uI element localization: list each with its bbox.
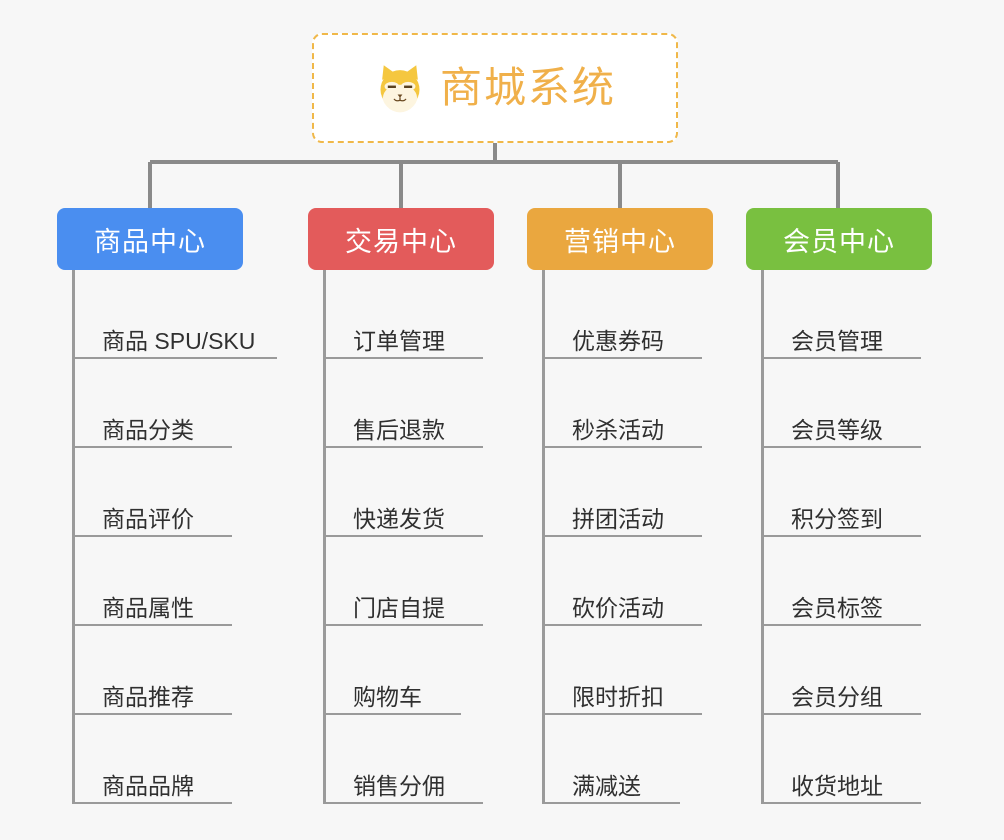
- leaf-underline: [761, 446, 921, 448]
- list-item[interactable]: 购物车: [308, 626, 494, 715]
- list-item[interactable]: 限时折扣: [527, 626, 713, 715]
- leaf-underline: [72, 357, 277, 359]
- list-item[interactable]: 满减送: [527, 715, 713, 804]
- list-item[interactable]: 售后退款: [308, 359, 494, 448]
- list-item[interactable]: 商品分类: [57, 359, 243, 448]
- leaf-underline: [761, 713, 921, 715]
- list-item[interactable]: 秒杀活动: [527, 359, 713, 448]
- leaf-underline: [761, 535, 921, 537]
- leaf-label: 拼团活动: [572, 506, 664, 532]
- leaf-label: 销售分佣: [353, 773, 445, 799]
- leaf-label: 商品推荐: [102, 684, 194, 710]
- list-item[interactable]: 商品 SPU/SKU: [57, 270, 277, 359]
- leaf-underline: [72, 713, 232, 715]
- leaf-label: 会员分组: [791, 684, 883, 710]
- branch-trade-center: 交易中心 订单管理 售后退款 快递发货 门店自提 购物车: [308, 208, 494, 804]
- leaf-underline: [72, 624, 232, 626]
- list-item[interactable]: 会员等级: [746, 359, 932, 448]
- branch-header-label: 会员中心: [783, 226, 895, 257]
- branch-product-center: 商品中心 商品 SPU/SKU 商品分类 商品评价 商品属性 商品推荐: [57, 208, 277, 804]
- leaf-underline: [542, 802, 680, 804]
- branch-header-product-center[interactable]: 商品中心: [57, 208, 243, 270]
- leaf-underline: [72, 802, 232, 804]
- list-item[interactable]: 会员分组: [746, 626, 932, 715]
- list-item[interactable]: 商品品牌: [57, 715, 243, 804]
- branch-spine: [761, 270, 764, 804]
- leaf-underline: [323, 535, 483, 537]
- branch-header-label: 商品中心: [94, 226, 206, 257]
- list-item[interactable]: 砍价活动: [527, 537, 713, 626]
- branch-items-product-center: 商品 SPU/SKU 商品分类 商品评价 商品属性 商品推荐 商品品牌: [57, 270, 277, 804]
- leaf-underline: [542, 624, 702, 626]
- leaf-underline: [542, 535, 702, 537]
- leaf-label: 商品 SPU/SKU: [102, 328, 256, 354]
- branch-items-marketing-center: 优惠券码 秒杀活动 拼团活动 砍价活动 限时折扣 满减送: [527, 270, 713, 804]
- leaf-underline: [542, 357, 702, 359]
- leaf-label: 限时折扣: [572, 684, 664, 710]
- shiba-dog-icon: [380, 65, 420, 113]
- leaf-label: 商品分类: [102, 417, 194, 443]
- leaf-label: 会员标签: [791, 595, 883, 621]
- leaf-underline: [323, 446, 483, 448]
- leaf-label: 满减送: [572, 773, 641, 799]
- leaf-label: 订单管理: [353, 328, 445, 354]
- list-item[interactable]: 订单管理: [308, 270, 494, 359]
- branch-spine: [542, 270, 545, 804]
- branch-marketing-center: 营销中心 优惠券码 秒杀活动 拼团活动 砍价活动 限时折扣: [527, 208, 713, 804]
- branch-member-center: 会员中心 会员管理 会员等级 积分签到 会员标签 会员分组: [746, 208, 932, 804]
- branch-spine: [323, 270, 326, 804]
- root-node[interactable]: 商城系统: [312, 33, 678, 143]
- leaf-label: 商品属性: [102, 595, 194, 621]
- leaf-label: 门店自提: [353, 595, 445, 621]
- leaf-label: 商品品牌: [102, 773, 194, 799]
- leaf-label: 售后退款: [353, 417, 445, 443]
- leaf-label: 秒杀活动: [572, 417, 664, 443]
- leaf-label: 优惠券码: [572, 328, 664, 354]
- list-item[interactable]: 快递发货: [308, 448, 494, 537]
- leaf-label: 积分签到: [791, 506, 883, 532]
- list-item[interactable]: 商品评价: [57, 448, 243, 537]
- leaf-underline: [761, 802, 921, 804]
- leaf-label: 快递发货: [353, 506, 445, 532]
- leaf-label: 购物车: [353, 684, 422, 710]
- list-item[interactable]: 商品推荐: [57, 626, 243, 715]
- leaf-underline: [761, 357, 921, 359]
- leaf-label: 商品评价: [102, 506, 194, 532]
- branch-header-label: 交易中心: [345, 226, 457, 257]
- list-item[interactable]: 积分签到: [746, 448, 932, 537]
- list-item[interactable]: 收货地址: [746, 715, 932, 804]
- branch-header-marketing-center[interactable]: 营销中心: [527, 208, 713, 270]
- leaf-label: 收货地址: [791, 773, 883, 799]
- leaf-label: 会员等级: [791, 417, 883, 443]
- leaf-underline: [72, 446, 232, 448]
- branch-items-member-center: 会员管理 会员等级 积分签到 会员标签 会员分组 收货地址: [746, 270, 932, 804]
- leaf-underline: [323, 802, 483, 804]
- leaf-label: 砍价活动: [572, 595, 664, 621]
- branch-header-trade-center[interactable]: 交易中心: [308, 208, 494, 270]
- leaf-label: 会员管理: [791, 328, 883, 354]
- branch-spine: [72, 270, 75, 804]
- leaf-underline: [542, 713, 702, 715]
- list-item[interactable]: 商品属性: [57, 537, 243, 626]
- list-item[interactable]: 会员管理: [746, 270, 932, 359]
- branch-items-trade-center: 订单管理 售后退款 快递发货 门店自提 购物车 销售分佣: [308, 270, 494, 804]
- branch-header-label: 营销中心: [564, 226, 676, 257]
- leaf-underline: [542, 446, 702, 448]
- leaf-underline: [761, 624, 921, 626]
- list-item[interactable]: 门店自提: [308, 537, 494, 626]
- list-item[interactable]: 会员标签: [746, 537, 932, 626]
- list-item[interactable]: 销售分佣: [308, 715, 494, 804]
- leaf-underline: [323, 624, 483, 626]
- branch-header-member-center[interactable]: 会员中心: [746, 208, 932, 270]
- list-item[interactable]: 拼团活动: [527, 448, 713, 537]
- leaf-underline: [72, 535, 232, 537]
- list-item[interactable]: 优惠券码: [527, 270, 713, 359]
- leaf-underline: [323, 357, 483, 359]
- root-title: 商城系统: [439, 64, 616, 111]
- leaf-underline: [323, 713, 461, 715]
